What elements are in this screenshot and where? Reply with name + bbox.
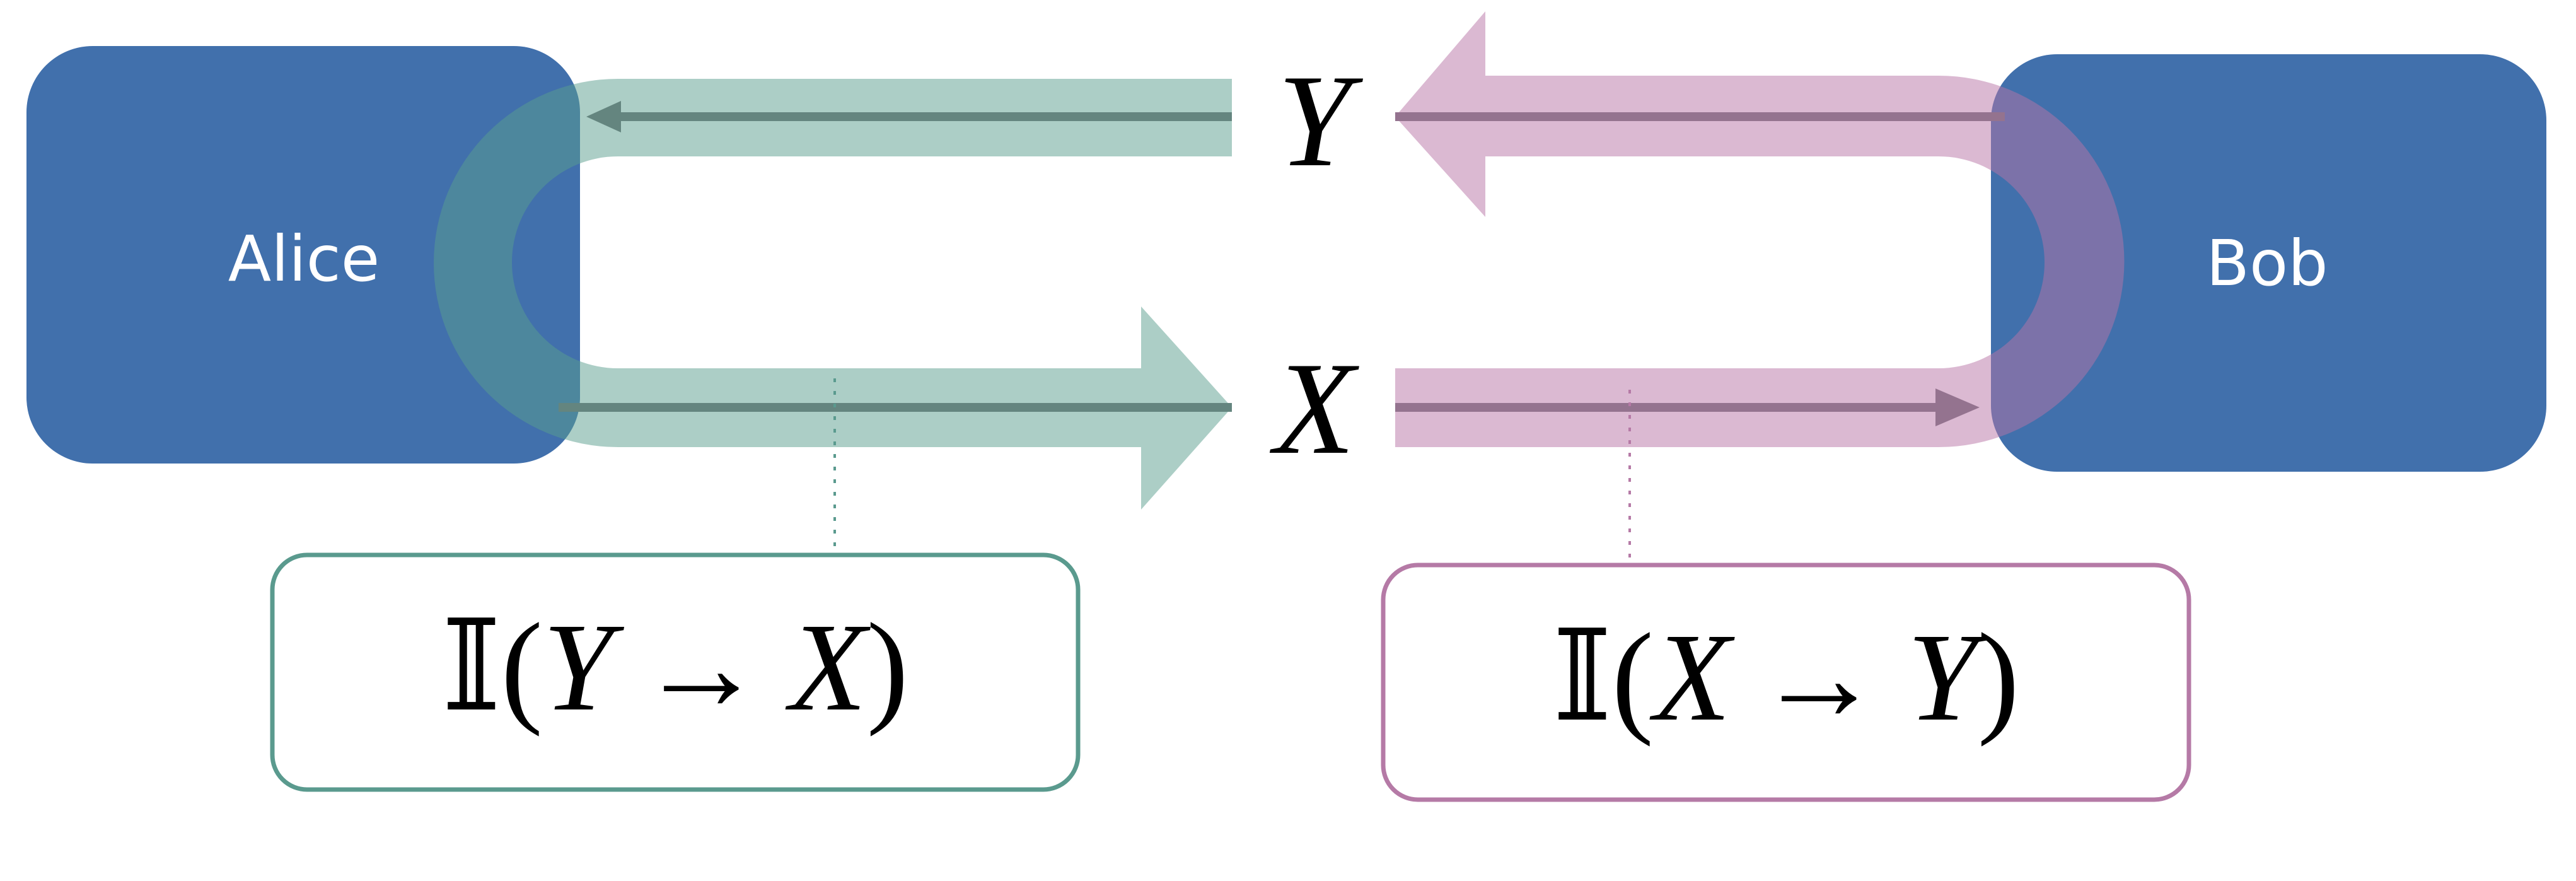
pink-arrowhead-icon bbox=[1935, 388, 1980, 426]
bob-node bbox=[1991, 54, 2546, 472]
variable-y-label: Y bbox=[1278, 48, 1364, 194]
variable-x-label: X bbox=[1270, 335, 1360, 482]
directed-info-y-to-x-box bbox=[270, 552, 1081, 792]
alice-label: Alice bbox=[228, 222, 380, 296]
alice-node bbox=[26, 46, 580, 464]
directed-info-y-to-x-formula: 𝕀(Y→X) bbox=[442, 598, 908, 737]
bob-label: Bob bbox=[2206, 226, 2328, 300]
directed-info-x-to-y-formula: 𝕀(X→Y) bbox=[1553, 608, 2019, 747]
directed-info-x-to-y-box bbox=[1381, 563, 2191, 802]
green-arrowhead-icon bbox=[586, 101, 621, 132]
green-flow-band bbox=[434, 79, 1232, 510]
